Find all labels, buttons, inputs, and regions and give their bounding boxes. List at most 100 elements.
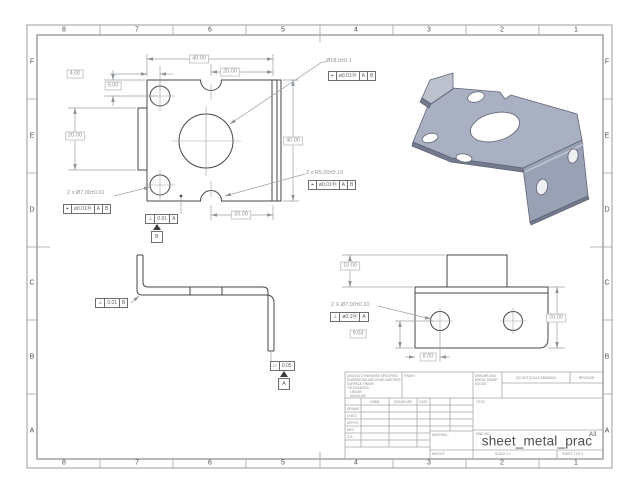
fcf-small-holes: ⌖ ø0.01Ⓜ A B — [63, 204, 112, 214]
front-view-linework — [137, 79, 282, 202]
callout-center-hole: Ø18.0±0.1 — [326, 58, 352, 64]
zone-col-4: 4 — [354, 26, 358, 34]
dim-height-20: 20.00 — [546, 313, 566, 323]
sheet-count-label: SHEET 1 OF 1 — [562, 452, 584, 456]
paper-size-badge: A3 — [589, 432, 597, 438]
zone-col-1b: 1 — [574, 459, 578, 467]
dim-hole-x-8: 8.00 — [419, 352, 437, 362]
note-tolerances: TOLERANCES: — [347, 385, 370, 390]
side-view-annotation-lines — [130, 295, 272, 361]
dim-height-right: 40.00 — [283, 136, 303, 146]
zone-row-d: D — [29, 206, 35, 214]
row-mfg: MFG — [347, 427, 355, 432]
fcf-datum-1: A — [93, 205, 102, 213]
zone-row-e: E — [29, 132, 35, 140]
fcf-tolerance: 0.05 — [278, 362, 294, 370]
finish-label: FINISH: — [404, 374, 416, 378]
do-not-scale-note: DO NOT SCALE DRAWING — [516, 375, 556, 380]
perpendicularity-icon: ⊥ — [98, 300, 103, 306]
zone-col-7b: 7 — [135, 459, 139, 467]
side-view-linework — [136, 254, 275, 352]
zone-col-5: 5 — [281, 26, 285, 34]
zone-row-fr: F — [604, 58, 610, 66]
zone-row-f: F — [29, 58, 35, 66]
note-surface: SURFACE FINISH: — [347, 381, 375, 386]
fcf-center-hole: ⌖ ø0.01Ⓜ A B — [328, 71, 377, 81]
zone-col-6: 6 — [208, 26, 212, 34]
zone-row-ar: A — [604, 427, 610, 435]
dim-tab-10: 10.00 — [340, 261, 360, 271]
fcf-flatness: ▱ 0.05 — [270, 361, 295, 371]
note-linear: LINEAR: — [350, 389, 363, 394]
title-label: TITLE: — [476, 400, 486, 404]
isometric-view — [411, 72, 590, 226]
fcf-tolerance: 0.01 — [154, 215, 169, 223]
fcf-datum-2: B — [101, 205, 110, 213]
bottom-view-dimension-lines — [342, 254, 565, 362]
zone-col-3: 3 — [427, 26, 431, 34]
sheet-border — [26, 24, 613, 469]
drawing-number: sheet_metal_prac — [481, 433, 593, 449]
fcf-datum-1: A — [169, 215, 177, 223]
position-icon: ⌖ — [331, 73, 334, 79]
datum-a-triangle — [280, 371, 288, 377]
position-icon: ⌖ — [311, 182, 314, 188]
deburr-note-3: EDGES — [475, 382, 487, 386]
col-name: NAME — [370, 399, 380, 404]
fcf-perpendicularity-front: ⊥ 0.01 A — [145, 214, 179, 224]
datum-a-flag: A — [278, 378, 290, 390]
zone-row-dr: D — [604, 206, 610, 214]
dim-hole-x: 4.00 — [66, 69, 84, 79]
datum-b-flag: B — [151, 231, 163, 243]
fcf-perpendicularity-side: ⊥ 0.01 B — [95, 298, 129, 308]
fcf-tolerance: ø0.01Ⓜ — [315, 181, 339, 189]
dim-hole-y: 5.00 — [104, 81, 122, 91]
bottom-view-linework — [414, 254, 549, 349]
callout-notches: 2 x R5.00±0.10 — [306, 170, 344, 176]
col-signature: SIGNATURE — [393, 399, 413, 404]
zone-col-2b: 2 — [500, 459, 504, 467]
deburr-note-1: DEBURR AND — [475, 374, 496, 378]
zone-col-8: 8 — [62, 26, 66, 34]
material-label: MATERIAL: — [432, 432, 449, 437]
row-appvd: APPV'D — [347, 420, 359, 425]
zone-row-er: E — [604, 132, 610, 140]
note-unless: UNLESS OTHERWISE SPECIFIED: — [347, 373, 399, 378]
zone-col-8b: 8 — [62, 459, 66, 467]
scale-label: SCALE:1:1 — [495, 452, 511, 456]
zone-row-c: C — [29, 279, 35, 287]
fcf-datum-1: B — [119, 299, 127, 307]
fcf-datum-2: B — [346, 181, 355, 189]
fcf-datum-1: A — [338, 181, 347, 189]
zone-col-4b: 4 — [354, 459, 358, 467]
row-chkd: CHK'D — [347, 413, 357, 418]
zone-row-cr: C — [604, 279, 610, 287]
zone-row-a: A — [29, 427, 35, 435]
fcf-datum-1: A — [359, 313, 367, 321]
fcf-tolerance: ø0.1Ⓜ — [339, 313, 359, 321]
zone-row-br: B — [604, 353, 610, 361]
row-qa: Q.A — [347, 434, 353, 439]
dwg-no-label: DWG NO. — [476, 431, 491, 436]
zone-col-5b: 5 — [281, 459, 285, 467]
dim-offset-top: 20.00 — [220, 67, 240, 77]
weight-label: WEIGHT: — [432, 451, 446, 456]
col-date: DATE — [419, 399, 428, 404]
fcf-tolerance: ø0.01Ⓜ — [335, 72, 359, 80]
zone-col-6b: 6 — [208, 459, 212, 467]
title-block-lines — [344, 371, 603, 459]
note-angular: ANGULAR: — [350, 393, 367, 398]
dim-offset-bottom: 20.00 — [231, 210, 251, 220]
fcf-tolerance: 0.01 — [104, 299, 119, 307]
zone-col-7: 7 — [135, 26, 139, 34]
fcf-datum-1: A — [358, 72, 367, 80]
front-view-centerlines — [145, 81, 241, 200]
dim-hole-y-904: 9.04 — [349, 329, 367, 339]
datum-b-triangle — [153, 224, 161, 230]
perpendicularity-icon: ⊥ — [333, 314, 338, 320]
callout-small-holes: 2 x Ø7.00±0.01 — [67, 190, 105, 196]
perpendicularity-icon: ⊥ — [148, 216, 153, 222]
note-dims-mm: DIMENSIONS ARE IN MILLIMETERS — [347, 377, 401, 382]
